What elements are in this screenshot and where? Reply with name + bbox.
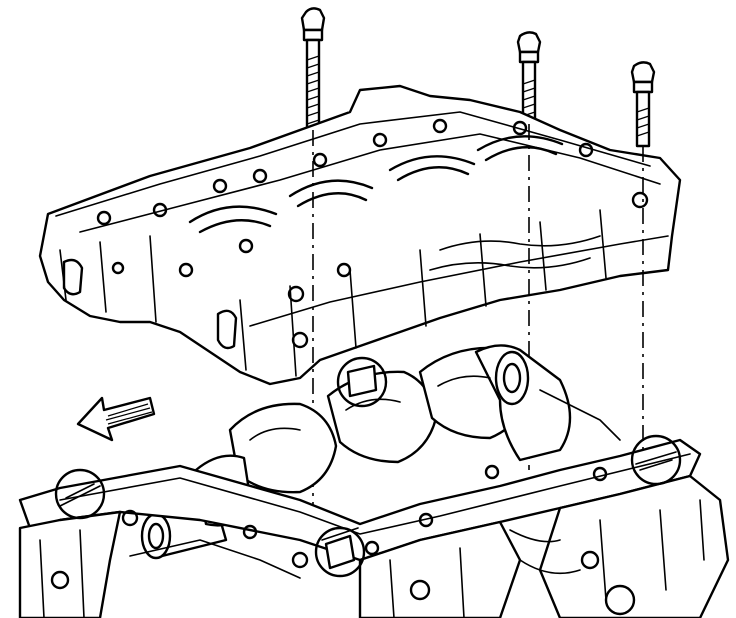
callout-circle-3 bbox=[630, 434, 682, 486]
front-direction-arrow bbox=[76, 396, 156, 442]
bolt-3 bbox=[630, 61, 656, 148]
engine-block bbox=[18, 438, 730, 618]
bolt-2 bbox=[516, 31, 542, 126]
callout-circle-2 bbox=[336, 356, 388, 408]
callout-circle-4 bbox=[314, 526, 366, 578]
callout-circle-1 bbox=[54, 468, 106, 520]
bedplate-upper bbox=[38, 84, 682, 386]
bolt-1 bbox=[300, 7, 326, 132]
